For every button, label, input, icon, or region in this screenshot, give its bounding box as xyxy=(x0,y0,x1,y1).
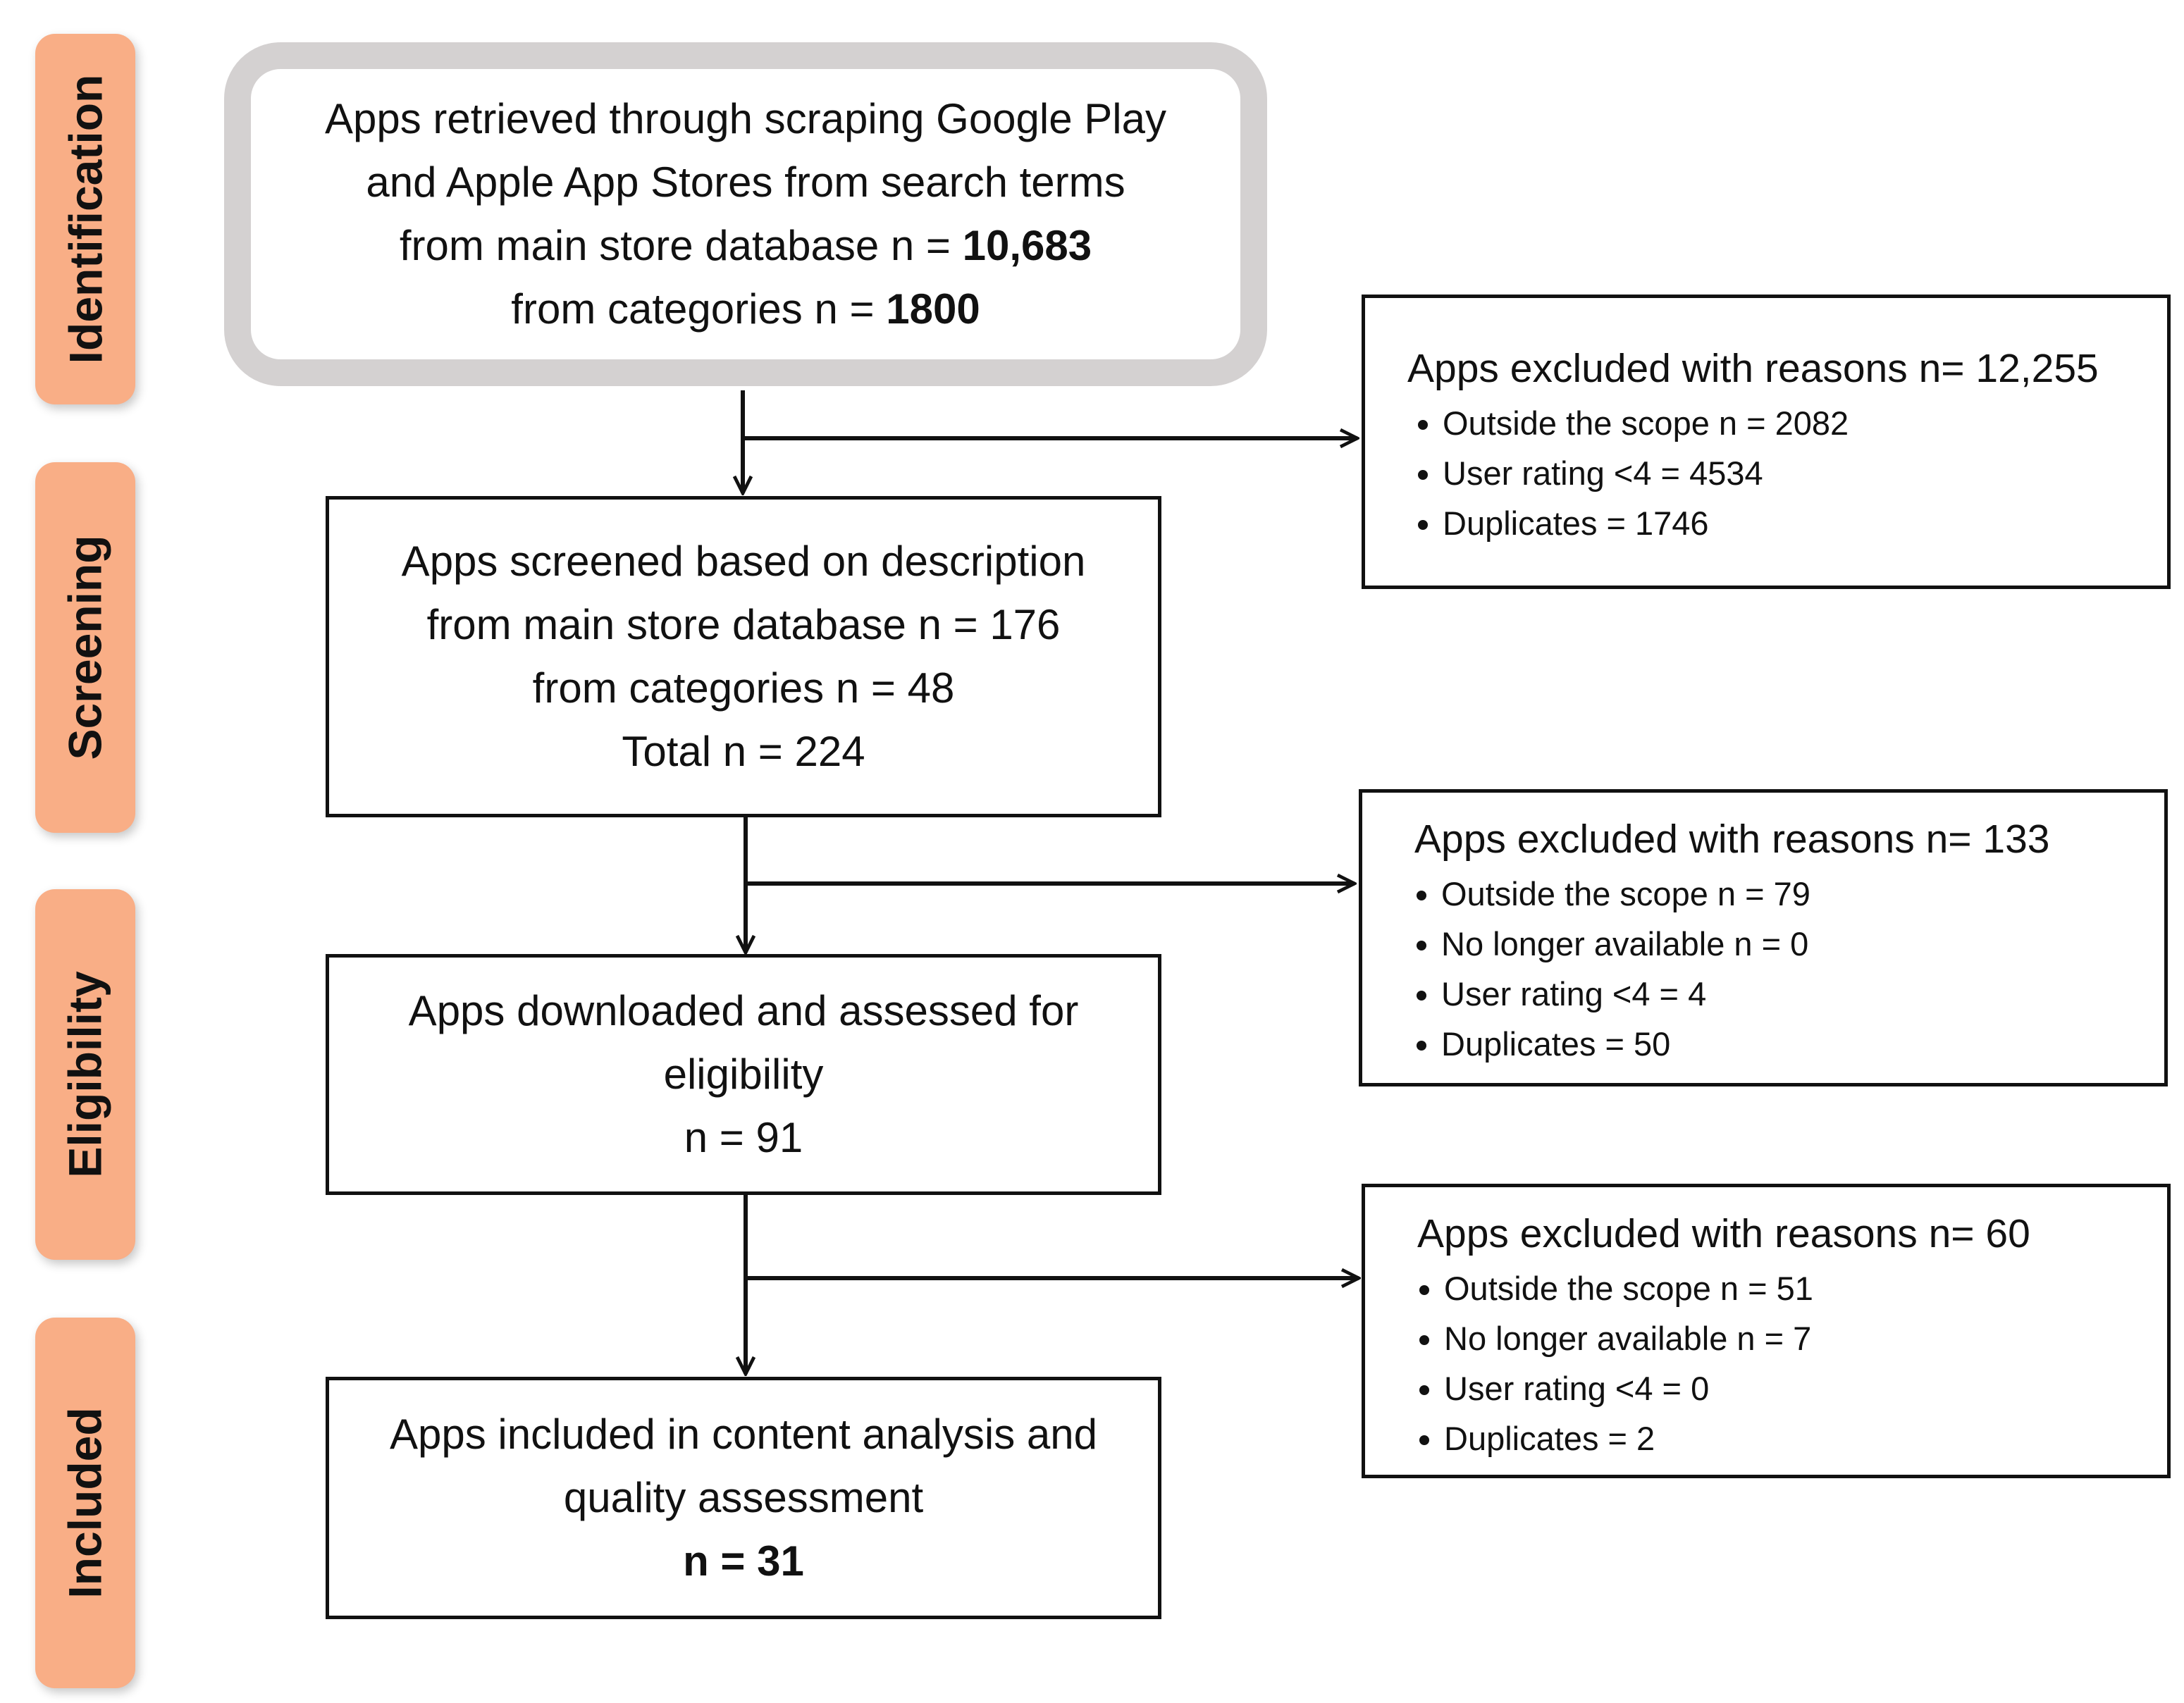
eligibility-box: Apps downloaded and assessed for eligibi… xyxy=(326,954,1161,1195)
list-item: User rating <4 = 0 xyxy=(1444,1363,2167,1413)
list-item: No longer available n = 0 xyxy=(1441,919,2164,969)
stage-label-screening: Screening xyxy=(35,462,135,833)
eligibility-line-3: n = 91 xyxy=(684,1114,803,1161)
identification-line-4-text: from categories n = xyxy=(511,285,887,333)
identification-store-count: 10,683 xyxy=(962,222,1092,269)
list-item: User rating <4 = 4534 xyxy=(1443,448,2167,498)
list-item: Duplicates = 50 xyxy=(1441,1019,2164,1069)
eligibility-line-2: eligibility xyxy=(663,1051,824,1098)
exclusion-title: Apps excluded with reasons n= 12,255 xyxy=(1407,346,2099,391)
list-item: Outside the scope n = 79 xyxy=(1441,869,2164,919)
screening-line-4: Total n = 224 xyxy=(622,728,865,775)
screening-line-2: from main store database n = 176 xyxy=(426,601,1061,648)
exclusion-reasons-list: Outside the scope n = 2082 User rating <… xyxy=(1407,398,2167,548)
exclusion-box-2: Apps excluded with reasons n= 133 Outsid… xyxy=(1359,789,2168,1086)
stage-label-included: Included xyxy=(35,1318,135,1688)
identification-line-4: from categories n = 1800 xyxy=(511,278,980,341)
exclusion-reasons-list: Outside the scope n = 51 No longer avail… xyxy=(1417,1263,2167,1463)
included-box: Apps included in content analysis and qu… xyxy=(326,1377,1161,1619)
stage-label-eligibility: Eligibility xyxy=(35,889,135,1260)
list-item: User rating <4 = 4 xyxy=(1441,969,2164,1019)
exclusion-title: Apps excluded with reasons n= 133 xyxy=(1414,817,2050,862)
list-item: No longer available n = 7 xyxy=(1444,1313,2167,1363)
eligibility-line-1: Apps downloaded and assessed for xyxy=(408,987,1079,1034)
list-item: Duplicates = 2 xyxy=(1444,1413,2167,1463)
screening-line-3: from categories n = 48 xyxy=(532,664,955,712)
identification-box: Apps retrieved through scraping Google P… xyxy=(224,42,1267,386)
identification-category-count: 1800 xyxy=(886,285,980,333)
list-item: Outside the scope n = 2082 xyxy=(1443,398,2167,448)
screening-box: Apps screened based on description from … xyxy=(326,496,1161,817)
list-item: Outside the scope n = 51 xyxy=(1444,1263,2167,1313)
exclusion-box-3: Apps excluded with reasons n= 60 Outside… xyxy=(1362,1184,2171,1478)
identification-line-2: and Apple App Stores from search terms xyxy=(366,159,1125,206)
screening-line-1: Apps screened based on description xyxy=(401,538,1086,585)
included-line-3: n = 31 xyxy=(683,1537,804,1585)
exclusion-box-1: Apps excluded with reasons n= 12,255 Out… xyxy=(1362,295,2171,589)
exclusion-reasons-list: Outside the scope n = 79 No longer avail… xyxy=(1414,869,2164,1069)
identification-line-3-text: from main store database n = xyxy=(399,222,963,269)
included-line-1: Apps included in content analysis and xyxy=(389,1411,1097,1458)
list-item: Duplicates = 1746 xyxy=(1443,498,2167,548)
stage-label-identification: Identification xyxy=(35,34,135,404)
identification-line-3: from main store database n = 10,683 xyxy=(400,214,1092,278)
identification-line-1: Apps retrieved through scraping Google P… xyxy=(324,95,1167,142)
included-line-2: quality assessment xyxy=(563,1474,924,1521)
exclusion-title: Apps excluded with reasons n= 60 xyxy=(1417,1211,2030,1256)
